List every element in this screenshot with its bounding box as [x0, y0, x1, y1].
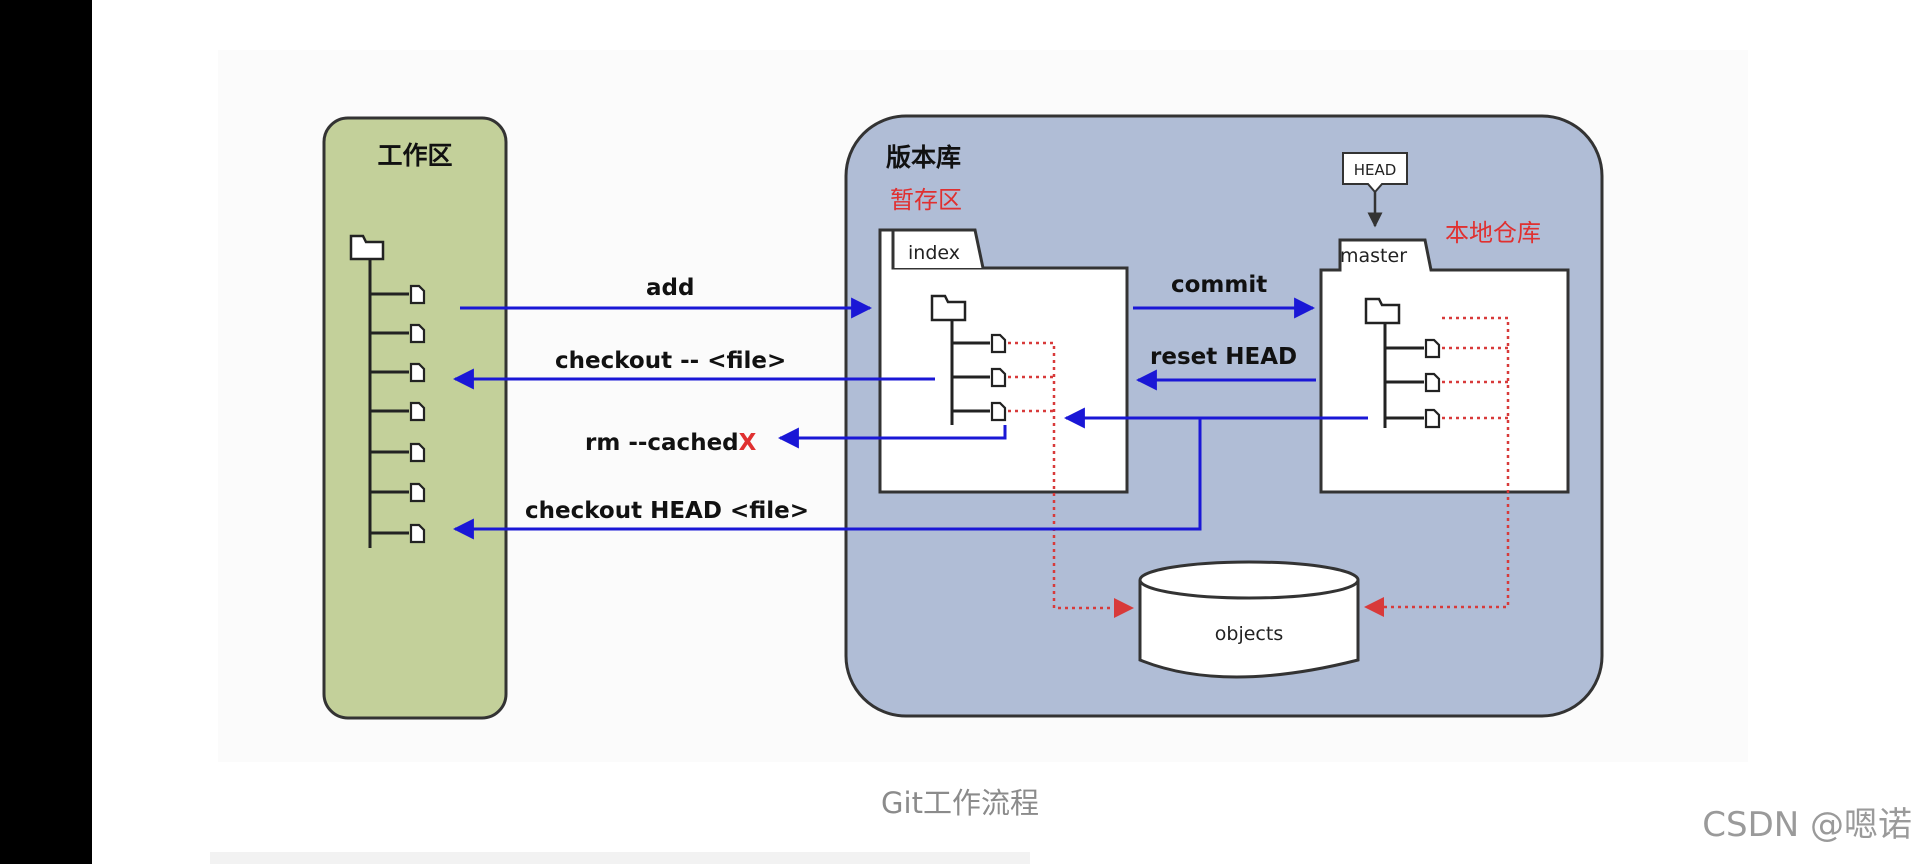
index-file-icon: [952, 367, 1007, 388]
master-file-icon: [1385, 338, 1441, 359]
checkout-head-arrow: [452, 418, 1202, 540]
checkout-file-label: checkout -- <file>: [555, 348, 786, 374]
object-links: [1008, 316, 1510, 618]
master-to-objects-link: [1364, 316, 1510, 617]
operation-labels: add checkout -- <file> rm --cachedX chec…: [525, 272, 1297, 524]
working-file-icon: [370, 323, 426, 344]
figure-caption: Git工作流程: [881, 786, 1039, 820]
master-label: master: [1340, 245, 1407, 267]
flow-arrows: [452, 297, 1368, 540]
black-side-bar: [0, 0, 92, 864]
working-folder-icon: [349, 234, 385, 261]
master-file-icon: [1385, 408, 1441, 429]
repository-title: 版本库: [885, 143, 961, 172]
stage-area-title: 暂存区: [890, 186, 962, 214]
index-label: index: [908, 242, 960, 264]
master-folder: master: [1319, 238, 1570, 494]
head-label: HEAD: [1354, 161, 1397, 179]
checkout-head-label: checkout HEAD <file>: [525, 498, 809, 524]
working-file-list: [370, 284, 426, 544]
repository: 版本库 暂存区 本地仓库 index master: [844, 114, 1604, 718]
working-file-icon: [370, 442, 426, 463]
working-dir-title: 工作区: [377, 141, 452, 170]
working-directory: 工作区: [322, 116, 508, 720]
local-repo-title: 本地仓库: [1445, 219, 1541, 247]
rm-cached-label: rm --cachedX: [585, 430, 757, 456]
working-file-icon: [370, 523, 426, 544]
objects-label: objects: [1215, 623, 1283, 645]
master-file-icon: [1385, 372, 1441, 393]
index-folder-icon: [930, 294, 967, 322]
working-file-icon: [370, 362, 426, 383]
rm-cached-mark: X: [739, 430, 757, 456]
csdn-watermark: CSDN @嗯诺: [1702, 805, 1912, 845]
cut-off-text-line: [210, 852, 1030, 864]
working-file-icon: [370, 284, 426, 305]
index-file-icon: [952, 333, 1007, 354]
add-label: add: [646, 275, 694, 301]
head-pointer: HEAD: [1342, 152, 1408, 228]
index-to-objects-link: [1008, 341, 1134, 618]
working-file-icon: [370, 401, 426, 422]
working-file-icon: [370, 482, 426, 503]
master-folder-icon: [1364, 297, 1401, 325]
objects-store: objects: [1138, 560, 1360, 679]
index-file-icon: [952, 401, 1007, 422]
rm-cached-arrow: [777, 425, 1007, 449]
commit-label: commit: [1171, 272, 1267, 298]
index-folder: index: [878, 228, 1129, 494]
reset-head-label: reset HEAD: [1150, 344, 1297, 370]
